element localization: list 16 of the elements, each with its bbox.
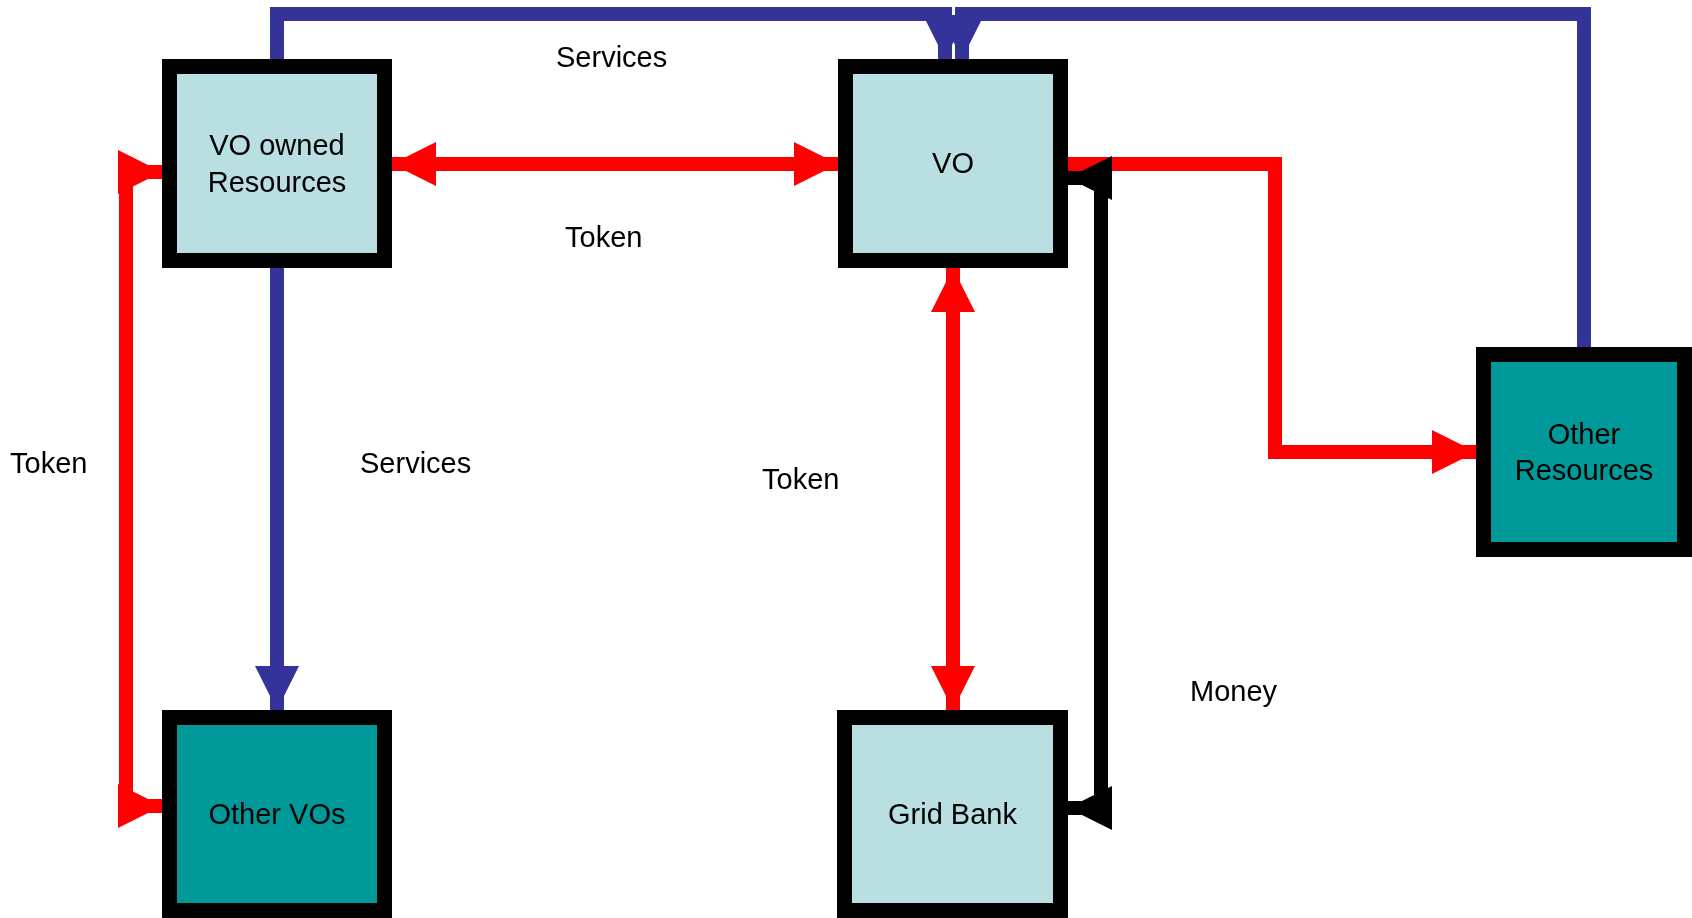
arrow bbox=[1068, 156, 1112, 830]
node-label: Grid Bank bbox=[887, 796, 1018, 832]
node-label: Other Resources bbox=[1513, 416, 1655, 488]
arrow bbox=[931, 268, 975, 710]
arrow bbox=[1068, 157, 1476, 474]
node-box bbox=[837, 710, 1068, 918]
node-box bbox=[162, 59, 392, 268]
node-label: Other VOs bbox=[207, 796, 347, 832]
arrow bbox=[255, 268, 299, 710]
node-label: VO bbox=[931, 146, 975, 182]
arrow bbox=[118, 150, 162, 828]
node-box bbox=[838, 59, 1068, 268]
node-box bbox=[162, 710, 392, 918]
node-box bbox=[1476, 347, 1692, 557]
arrow bbox=[392, 142, 838, 186]
node-label: VO owned Resources bbox=[206, 128, 348, 200]
